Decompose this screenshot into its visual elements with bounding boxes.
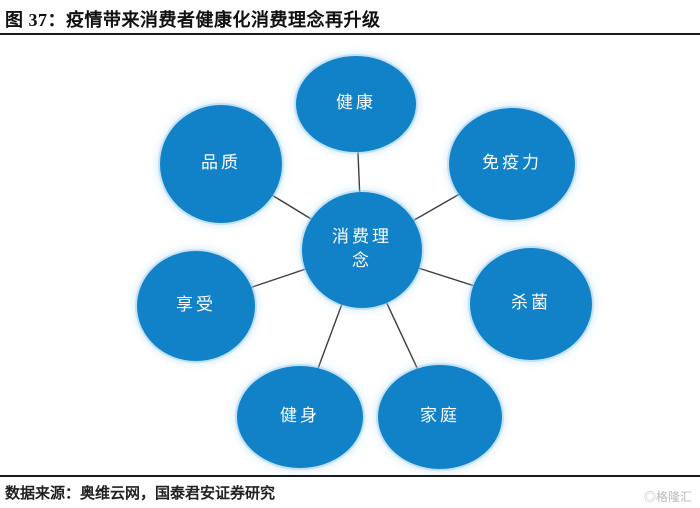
node-quality-label: 品质 [201,153,241,174]
node-health: 健康 [296,56,416,152]
figure-title: 图 37：疫情带来消费者健康化消费理念再升级 [5,10,381,30]
title-divider [0,33,700,35]
footer-divider [0,475,700,477]
node-health-label: 健康 [336,93,376,114]
node-family: 家庭 [378,365,502,469]
node-center-consumption-concept: 消费理念 [302,192,422,308]
node-enjoyment-label: 享受 [176,295,216,316]
node-fitness-label: 健身 [280,406,320,427]
node-sterilization: 杀菌 [470,248,592,360]
node-immunity: 免疫力 [449,108,575,220]
node-family-label: 家庭 [420,406,460,427]
node-fitness: 健身 [237,366,363,468]
gelonghui-watermark: ◎格隆汇 [643,490,692,504]
data-source-note: 数据来源：奥维云网，国泰君安证券研究 [5,486,276,502]
node-quality: 品质 [160,105,282,223]
node-enjoyment: 享受 [137,251,255,361]
node-immunity-label: 免疫力 [482,153,542,174]
node-sterilization-label: 杀菌 [511,293,551,314]
node-center-label: 消费理念 [332,227,392,271]
